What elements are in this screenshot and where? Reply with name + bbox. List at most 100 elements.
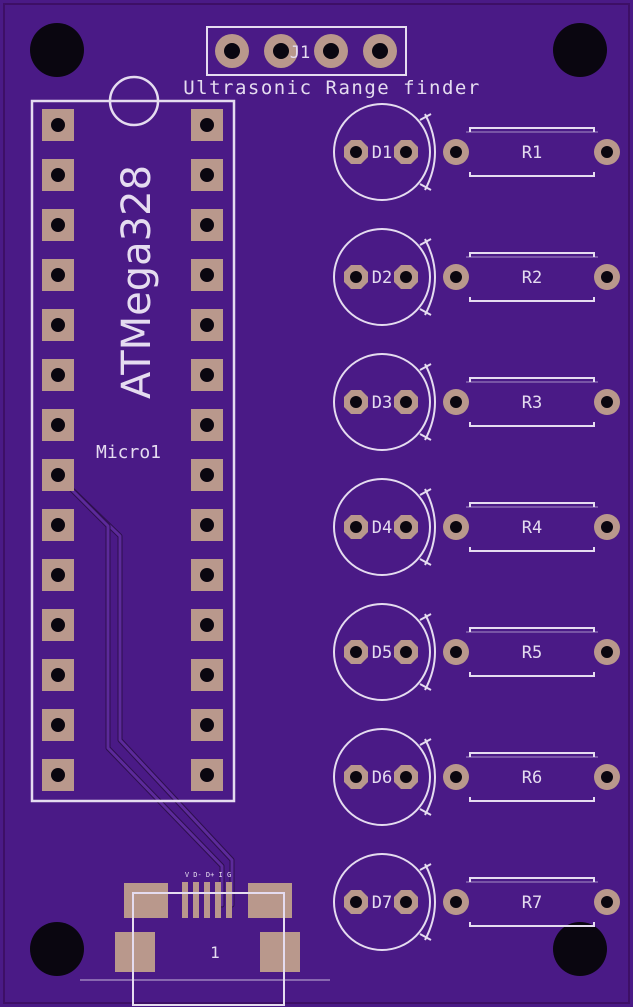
micro-pin-hole xyxy=(51,118,65,132)
led-pad-hole xyxy=(400,521,412,533)
resistor-label: R6 xyxy=(522,768,542,788)
header-pin-hole-4 xyxy=(372,43,388,59)
micro-pin-hole xyxy=(51,618,65,632)
micro-pin-hole xyxy=(200,268,214,282)
led-outline xyxy=(333,353,431,451)
micro-part-label: ATMega328 xyxy=(114,165,160,399)
micro-pin-hole xyxy=(51,768,65,782)
led-pad-hole xyxy=(350,771,362,783)
resistor-label: R3 xyxy=(522,393,542,413)
resistor-outline xyxy=(469,752,595,802)
trace-2 xyxy=(56,474,224,907)
led-pad-hole xyxy=(400,396,412,408)
usb-signal-pin-5 xyxy=(226,882,232,918)
mounting-hole-bottom-left xyxy=(30,922,84,976)
micro-pin-hole xyxy=(51,418,65,432)
micro-pin1-mark xyxy=(108,75,160,127)
resistor-pad-hole xyxy=(601,646,613,658)
led-flat-mark xyxy=(424,863,436,941)
resistor-pad-hole xyxy=(601,271,613,283)
micro-pin-hole xyxy=(51,568,65,582)
micro-pin-hole xyxy=(200,118,214,132)
copper-traces xyxy=(55,473,235,908)
resistor-pad-hole xyxy=(450,896,462,908)
usb-signal-pin-2 xyxy=(193,882,199,918)
led-flat-ticks xyxy=(419,863,432,941)
header-outline xyxy=(206,26,407,76)
micro-pin-hole xyxy=(51,318,65,332)
led-outline xyxy=(333,103,431,201)
led-pad-hole xyxy=(400,271,412,283)
led-flat-ticks xyxy=(419,488,432,566)
led-label: D6 xyxy=(372,768,392,788)
led-outline xyxy=(333,228,431,326)
led-flat-mark xyxy=(424,113,436,191)
led-flat-mark xyxy=(424,238,436,316)
led-label: D2 xyxy=(372,268,392,288)
resistor-label: R7 xyxy=(522,893,542,913)
micro-pin-hole xyxy=(200,668,214,682)
led-pad-hole xyxy=(400,771,412,783)
usb-outline xyxy=(132,892,285,1006)
resistor-pad-hole xyxy=(601,521,613,533)
led-outline xyxy=(333,478,431,576)
resistor-outline xyxy=(469,377,595,427)
usb-number: 1 xyxy=(210,943,220,962)
micro-footprint: ATMega328 Micro1 xyxy=(30,75,236,803)
usb-pad-left xyxy=(124,883,168,918)
resistor-pad-hole xyxy=(601,146,613,158)
header-j1: J1 Ultrasonic Range finder xyxy=(183,26,479,99)
usb-connector: V D- D+ I G 1 xyxy=(80,871,330,1006)
usb-signal-pin-3 xyxy=(204,882,210,918)
micro-pin-hole xyxy=(51,468,65,482)
resistor-pad-hole xyxy=(450,646,462,658)
micro-pin-hole xyxy=(200,368,214,382)
resistor-pad-hole xyxy=(450,271,462,283)
usb-anchor-left xyxy=(115,932,155,972)
resistor-pad-hole xyxy=(601,396,613,408)
row-6: D6 R6 xyxy=(333,728,620,826)
led-flat-mark xyxy=(424,613,436,691)
led-outline xyxy=(333,853,431,951)
led-flat-ticks xyxy=(419,113,432,191)
usb-anchor-right xyxy=(260,932,300,972)
resistor-outline xyxy=(469,252,595,302)
row-1: D1 R1 xyxy=(333,103,620,201)
micro-pin-hole xyxy=(51,668,65,682)
usb-pin-marks: V D- D+ I G xyxy=(185,871,231,879)
led-flat-ticks xyxy=(419,613,432,691)
micro-ref-label: Micro1 xyxy=(96,442,161,463)
resistor-pad-hole xyxy=(450,521,462,533)
led-pad-hole xyxy=(400,646,412,658)
mounting-holes xyxy=(30,23,607,976)
header-pin-hole-2 xyxy=(273,43,289,59)
resistor-pad-hole xyxy=(450,146,462,158)
micro-pin-hole xyxy=(51,168,65,182)
micro-pin-hole xyxy=(200,568,214,582)
resistor-label: R4 xyxy=(522,518,542,538)
resistor-label: R1 xyxy=(522,143,542,163)
led-pad-hole xyxy=(350,271,362,283)
usb-signal-pin-1 xyxy=(182,882,188,918)
resistor-outline xyxy=(469,502,595,552)
micro-pin-hole xyxy=(200,318,214,332)
led-label: D5 xyxy=(372,643,392,663)
led-outline xyxy=(333,603,431,701)
micro-pin-hole xyxy=(51,218,65,232)
resistor-pad-hole xyxy=(601,896,613,908)
micro-pin-hole xyxy=(200,718,214,732)
micro-pin-hole xyxy=(51,718,65,732)
led-label: D7 xyxy=(372,893,392,913)
led-label: D1 xyxy=(372,143,392,163)
mounting-hole-bottom-right xyxy=(553,922,607,976)
resistor-pad-hole xyxy=(601,771,613,783)
row-7: D7 R7 xyxy=(333,853,620,951)
micro-pin-hole xyxy=(200,418,214,432)
led-flat-mark xyxy=(424,738,436,816)
micro-pin-hole xyxy=(200,618,214,632)
